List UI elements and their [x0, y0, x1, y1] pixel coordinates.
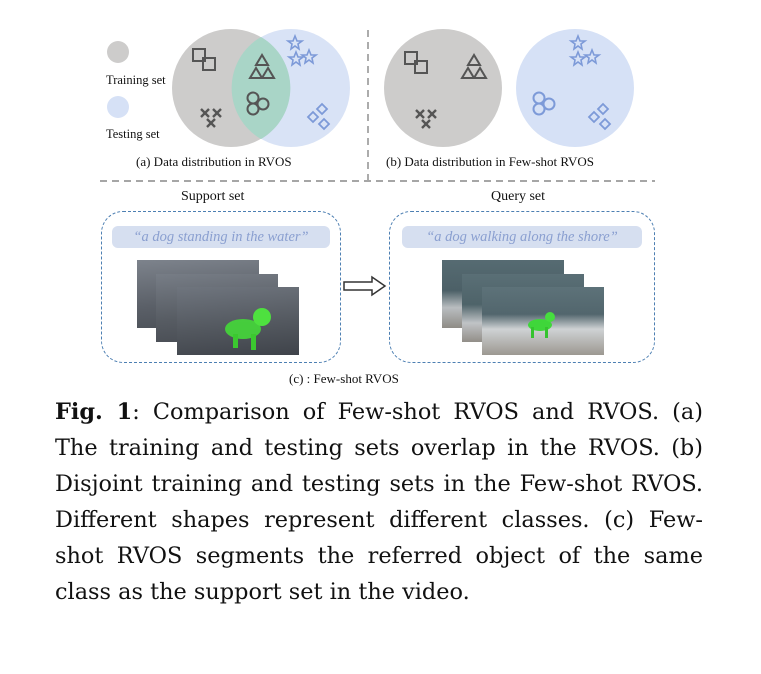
- query-set-frame: [389, 211, 655, 363]
- triangles-icon: [248, 53, 276, 79]
- testing-legend-swatch: [107, 96, 129, 118]
- query-set-title: Query set: [491, 189, 546, 204]
- triangles-icon: [460, 53, 488, 79]
- testing-legend-label: Testing set: [106, 127, 160, 141]
- training-legend-swatch: [107, 41, 129, 63]
- figure-caption-text: : Comparison of Few-shot RVOS and RVOS. …: [55, 399, 703, 605]
- stars-icon: [568, 33, 602, 67]
- segmented-dog-support: [225, 308, 271, 350]
- support-caption: “a dog standing in the water”: [112, 226, 330, 248]
- stars-icon: [285, 33, 319, 67]
- segmented-dog-query: [528, 312, 555, 338]
- overlap-lens: [231, 37, 291, 139]
- figure-label: Fig. 1: [55, 399, 133, 425]
- training-set-circle-b: [384, 29, 502, 147]
- crosses-icon: [415, 109, 437, 129]
- squares-icon: [404, 51, 428, 74]
- panel-c-caption: (c) : Few-shot RVOS: [289, 371, 399, 386]
- distribution-diagram: [100, 29, 655, 182]
- squares-icon: [192, 48, 216, 71]
- crosses-icon: [200, 108, 222, 128]
- diamonds-icon: [587, 102, 612, 131]
- panel-b-caption: (b) Data distribution in Few-shot RVOS: [386, 154, 595, 169]
- training-legend-label: Training set: [106, 73, 166, 87]
- query-caption: “a dog walking along the shore”: [402, 226, 642, 248]
- testing-set-circle-b: [516, 29, 634, 147]
- support-frame-3: [177, 287, 299, 355]
- query-frame-3: [482, 287, 604, 355]
- diamonds-icon: [306, 102, 331, 131]
- panel-a-caption: (a) Data distribution in RVOS: [136, 154, 292, 169]
- figure-caption: Fig. 1: Comparison of Few-shot RVOS and …: [55, 394, 703, 610]
- arrow-icon: [343, 275, 387, 297]
- circles-icon: [246, 91, 270, 116]
- circles-icon: [532, 91, 556, 116]
- support-set-title: Support set: [181, 189, 245, 204]
- support-set-frame: [101, 211, 341, 363]
